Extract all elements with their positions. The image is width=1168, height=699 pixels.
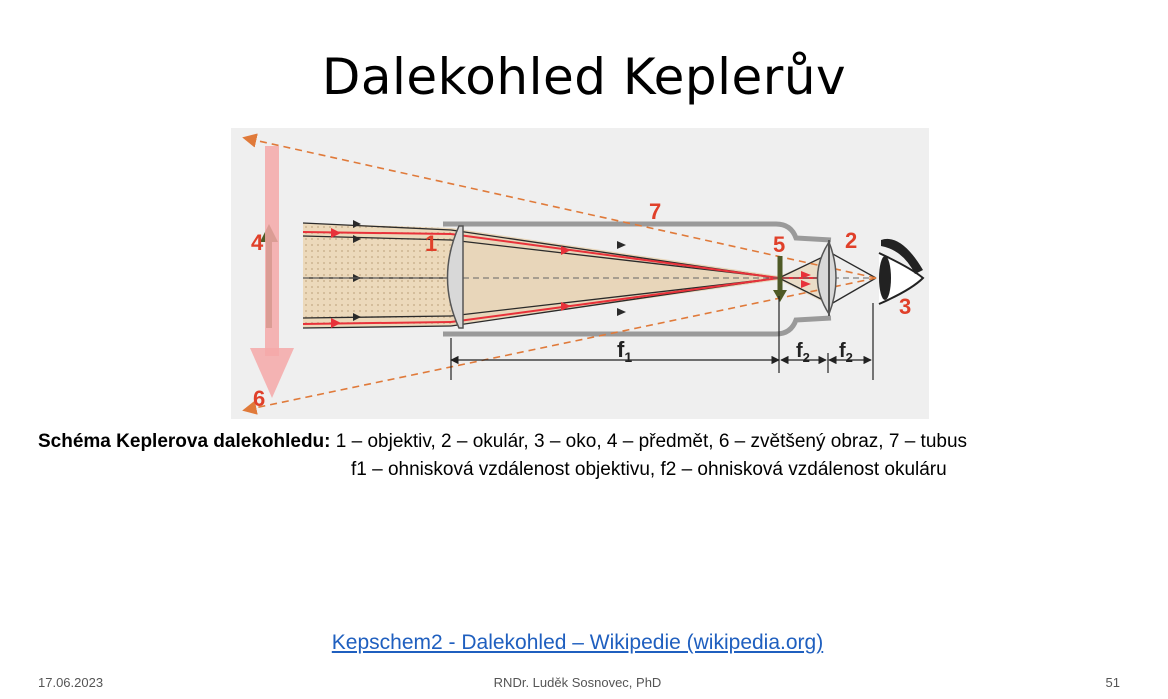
footer-date: 17.06.2023	[38, 675, 104, 690]
converging-beam	[451, 228, 779, 326]
footer-author: RNDr. Luděk Sosnovec, PhD	[493, 675, 662, 690]
label-eyepiece: 2	[845, 228, 857, 253]
diagram-caption: Schéma Keplerova dalekohledu: 1 – objekt…	[38, 428, 1138, 484]
source-link[interactable]: Kepschem2 - Dalekohled – Wikipedie (wiki…	[331, 631, 824, 654]
caption-legend-line1: 1 – objektiv, 2 – okulár, 3 – oko, 4 – p…	[330, 431, 968, 452]
label-f1: f1	[617, 337, 632, 365]
footer-page-number: 51	[1105, 675, 1120, 690]
label-objective: 1	[425, 231, 437, 256]
objective-lens	[446, 225, 464, 329]
image-arrow	[265, 146, 279, 356]
incoming-beam	[303, 223, 451, 328]
label-f2-left: f2	[796, 340, 810, 365]
slide-title: Dalekohled Keplerův	[321, 48, 847, 106]
caption-legend-line2: f1 – ohnisková vzdálenost objektivu, f2 …	[351, 459, 947, 480]
caption-heading: Schéma Keplerova dalekohledu:	[38, 431, 331, 452]
label-image: 6	[253, 386, 265, 411]
label-f2-right: f2	[839, 340, 853, 365]
tube-bottom	[443, 315, 832, 337]
label-object: 4	[251, 230, 264, 255]
label-tube: 7	[649, 199, 661, 224]
label-eye: 3	[899, 294, 911, 319]
tube	[443, 221, 832, 243]
kepler-telescope-diagram: 1 2 3 4 5 6 7 f1 f2 f2	[231, 128, 929, 419]
eye-icon	[878, 238, 925, 305]
label-focal-point: 5	[773, 232, 785, 257]
